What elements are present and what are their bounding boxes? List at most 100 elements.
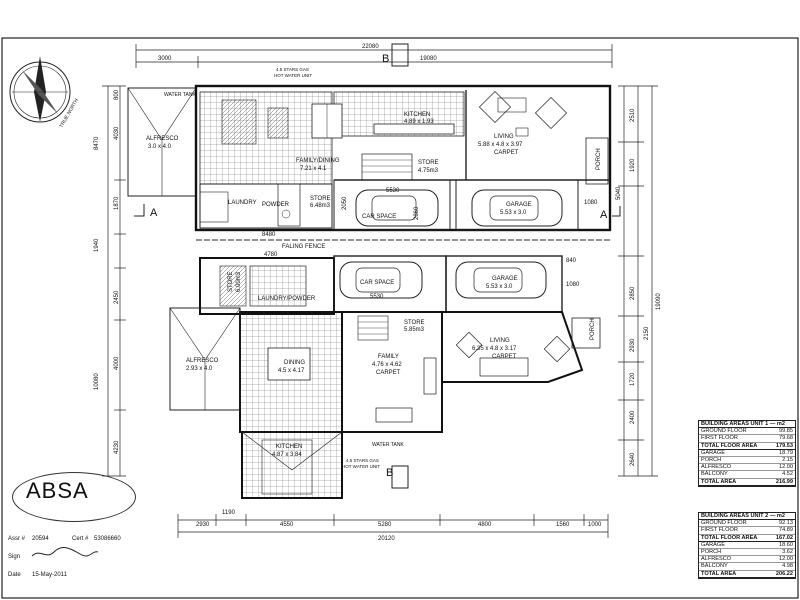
svg-text:WATER TANK: WATER TANK xyxy=(164,92,196,98)
area-value: 2.15 xyxy=(782,457,793,464)
svg-text:4780: 4780 xyxy=(264,252,278,258)
area-value: 12.00 xyxy=(779,556,793,563)
area-value: 79.68 xyxy=(779,435,793,442)
date-label: Date xyxy=(8,572,21,578)
svg-text:6.48m3: 6.48m3 xyxy=(310,203,331,209)
svg-text:STORE: STORE xyxy=(310,196,331,202)
area-value: 179.53 xyxy=(775,442,793,449)
svg-text:5.85m3: 5.85m3 xyxy=(404,327,425,333)
sheet-border xyxy=(1,37,799,599)
svg-text:8470: 8470 xyxy=(94,136,100,150)
svg-text:DINING: DINING xyxy=(284,360,305,366)
svg-text:2400: 2400 xyxy=(630,410,636,424)
area-label: BALCONY xyxy=(701,471,728,478)
svg-text:ALFRESCO: ALFRESCO xyxy=(146,136,179,142)
unit2-outline xyxy=(199,255,601,499)
area-label: FIRST FLOOR xyxy=(701,527,738,534)
area-label: BALCONY xyxy=(701,563,728,570)
svg-text:ALFRESCO: ALFRESCO xyxy=(186,358,219,364)
svg-text:2450: 2450 xyxy=(114,290,120,304)
section-a-right-marker: A xyxy=(600,206,621,221)
right-dimensions xyxy=(618,85,658,477)
dim-overall-top: 22080 xyxy=(362,44,379,50)
unit2-kitchen-roof xyxy=(241,431,343,471)
svg-text:LAUNDRY/POWDER: LAUNDRY/POWDER xyxy=(258,296,316,302)
area-value: 167.02 xyxy=(775,534,793,541)
unit1-car-icon xyxy=(355,189,439,227)
unit1-alfresco xyxy=(127,87,197,197)
svg-text:GARAGE: GARAGE xyxy=(492,276,518,282)
absa-logo: ABSA xyxy=(26,478,89,503)
left-dimensions xyxy=(102,85,126,477)
svg-text:PORCH: PORCH xyxy=(590,318,596,340)
svg-text:1940: 1940 xyxy=(94,238,100,252)
dim-top-left: 3000 xyxy=(158,56,172,62)
svg-text:2860: 2860 xyxy=(414,206,420,220)
area-value: 4.98 xyxy=(782,563,793,570)
area-value: 12.00 xyxy=(779,464,793,471)
area-value: 18.60 xyxy=(779,541,793,548)
svg-text:2930: 2930 xyxy=(630,338,636,352)
section-b-top-marker: B xyxy=(382,43,409,67)
svg-text:CARPET: CARPET xyxy=(492,354,517,360)
svg-text:1870: 1870 xyxy=(114,196,120,210)
svg-text:CARPET: CARPET xyxy=(376,370,401,376)
svg-text:CAR SPACE: CAR SPACE xyxy=(362,214,396,220)
svg-text:B: B xyxy=(382,53,389,65)
area-row: FIRST FLOOR 74.89 xyxy=(699,527,795,535)
areas-table-unit1-title: BUILDING AREAS UNIT 1 — m2 xyxy=(699,421,795,429)
svg-text:LAUNDRY: LAUNDRY xyxy=(228,200,257,206)
unit2-garage-car-icon xyxy=(455,261,547,299)
cert-label: Cert # xyxy=(72,536,89,542)
area-label: GROUND FLOOR xyxy=(701,520,747,527)
svg-text:5530: 5530 xyxy=(370,294,384,300)
svg-text:4.89 x 1.93: 4.89 x 1.93 xyxy=(404,119,434,125)
unit2-car-icon xyxy=(339,261,423,299)
svg-text:GARAGE: GARAGE xyxy=(506,202,532,208)
assr-number: 20594 xyxy=(32,536,49,542)
svg-text:FAMILY/DINING: FAMILY/DINING xyxy=(296,158,340,164)
svg-text:4.5 STARS GAS: 4.5 STARS GAS xyxy=(276,67,309,72)
svg-text:10080: 10080 xyxy=(94,373,100,390)
svg-text:1080: 1080 xyxy=(566,282,580,288)
section-b-bottom-marker: B xyxy=(386,465,409,489)
svg-text:6.00m3: 6.00m3 xyxy=(236,271,242,292)
area-label: PORCH xyxy=(701,549,722,556)
area-value: 18.79 xyxy=(779,449,793,456)
svg-text:STORE: STORE xyxy=(418,160,439,166)
north-arrow-icon xyxy=(9,56,71,123)
svg-text:LIVING: LIVING xyxy=(494,134,514,140)
area-label: TOTAL AREA xyxy=(701,478,737,485)
section-a-left-marker: A xyxy=(134,204,158,219)
svg-text:CAR SPACE: CAR SPACE xyxy=(360,280,394,286)
svg-text:LIVING: LIVING xyxy=(490,338,510,344)
dim-overall-bottom: 20120 xyxy=(378,536,395,542)
svg-text:KITCHEN: KITCHEN xyxy=(404,112,430,118)
svg-text:POWDER: POWDER xyxy=(262,202,290,208)
svg-text:A: A xyxy=(150,207,158,219)
svg-text:WATER TANK: WATER TANK xyxy=(372,442,404,448)
svg-text:B: B xyxy=(386,467,393,479)
area-value: 74.89 xyxy=(779,527,793,534)
svg-text:4.87 x 3.84: 4.87 x 3.84 xyxy=(272,452,302,458)
area-label: PORCH xyxy=(701,457,722,464)
svg-text:840: 840 xyxy=(566,258,577,264)
area-row: BALCONY 4.98 xyxy=(699,563,795,571)
svg-text:7.21 x 4.1: 7.21 x 4.1 xyxy=(300,166,327,172)
sign-label: Sign xyxy=(8,554,21,560)
bottom-dimensions xyxy=(177,514,609,538)
svg-text:4000: 4000 xyxy=(114,356,120,370)
svg-text:A: A xyxy=(600,209,608,221)
top-dimensions xyxy=(135,44,613,68)
unit2-alfresco xyxy=(169,307,241,411)
svg-text:8480: 8480 xyxy=(262,232,276,238)
